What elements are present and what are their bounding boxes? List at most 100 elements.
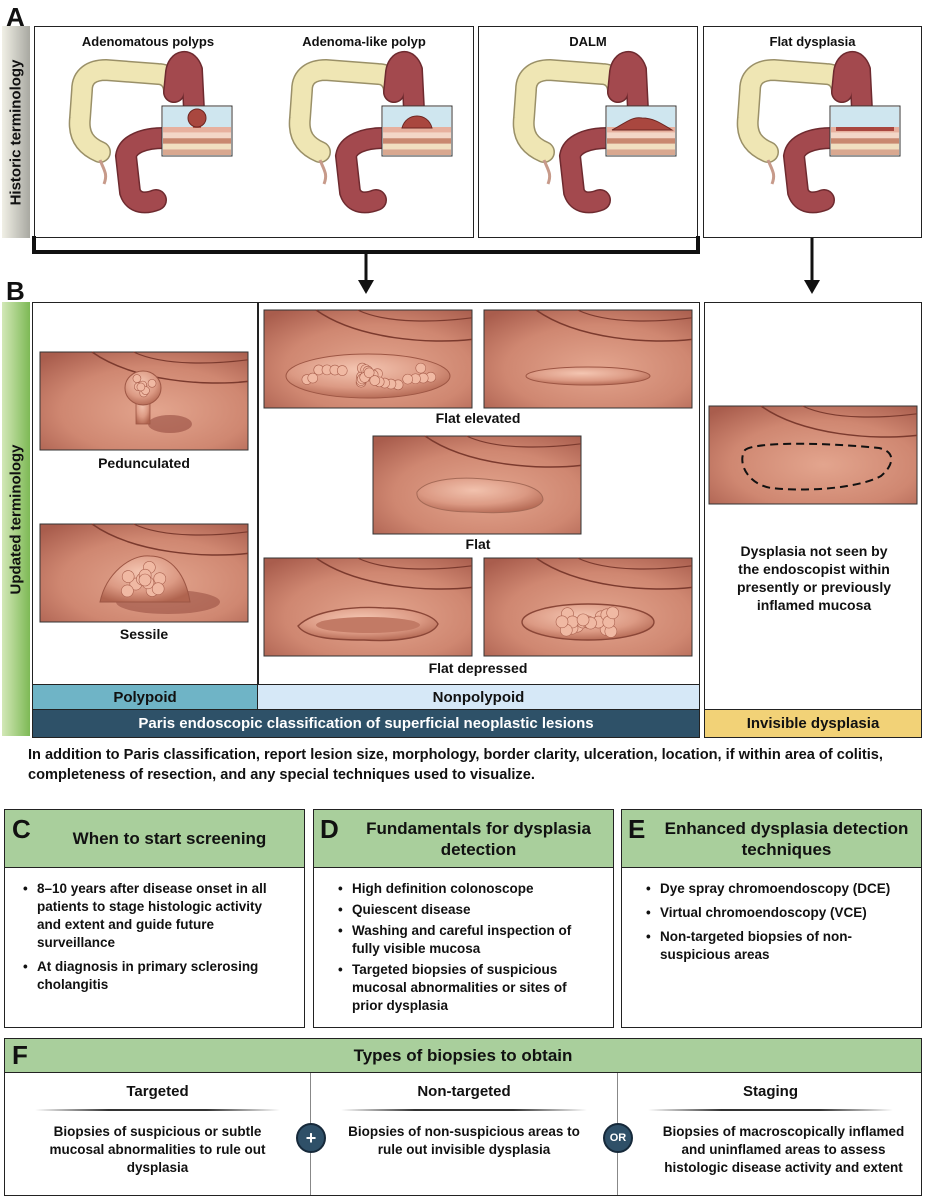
biopsy-column-non-targeted: Non-targeted Biopsies of non-suspicious … (311, 1073, 617, 1195)
colon-drawing (512, 51, 677, 214)
flat-lesion (836, 127, 894, 131)
polyp-head (187, 108, 207, 128)
or-connector: OR (603, 1123, 633, 1153)
polyp-shadow (148, 415, 192, 433)
tile-invisible (708, 405, 918, 505)
colon-illustrations (68, 51, 901, 214)
inset-tissue-layer (607, 138, 675, 144)
bar-paris-classification: Paris endoscopic classification of super… (32, 709, 700, 738)
sessile-polyp (401, 115, 433, 129)
panel-d-title: Fundamentals for dysplasia detection (366, 818, 591, 859)
panel-c-list: 8–10 years after disease onset in all pa… (23, 880, 283, 1000)
panel-b-letter: B (6, 276, 25, 306)
bar-nonpolypoid: Nonpolypoid (257, 684, 700, 710)
inset-tissue-layer (607, 149, 675, 155)
mucosal-fold (133, 523, 249, 536)
invisible-dysplasia-text: Dysplasia not seen by the endoscopist wi… (736, 543, 892, 613)
tile-pedunculated (39, 351, 249, 451)
updated-terminology-label: Updated terminology (2, 302, 30, 736)
biopsy-column-targeted: Targeted Biopsies of suspicious or subtl… (5, 1073, 310, 1195)
lesion-nodule (147, 379, 157, 388)
tile-flat-depressed-a (263, 557, 473, 657)
title-flat-dysplasia: Flat dysplasia (769, 34, 856, 49)
inset-tissue-layer (383, 149, 451, 155)
appendix (542, 159, 552, 185)
dalm-lesion (611, 117, 674, 131)
panel-a-letter: A (6, 2, 25, 32)
inset-tissue-layer (163, 132, 231, 139)
panel-d-item: Quiescent disease (338, 901, 598, 919)
bracket-arrows (32, 236, 820, 294)
plus-connector: + (296, 1123, 326, 1153)
mucosal-fold (577, 309, 693, 322)
mucosal-fold (535, 309, 693, 342)
lesion-nodule (138, 573, 152, 587)
mucosal-fold (91, 351, 249, 384)
inset-tissue-layer (383, 132, 451, 139)
flat-arrowhead (804, 280, 820, 294)
panel-e-list: Dye spray chromoendoscopy (DCE) Virtual … (646, 880, 906, 970)
panel-e-letter: E (628, 814, 646, 844)
panel-f-title: Types of biopsies to obtain (353, 1046, 573, 1065)
caption-flat-elevated: Flat elevated (435, 410, 521, 426)
lesion-nodule (132, 374, 142, 383)
tile-flat (372, 435, 582, 535)
inset-tissue-layer (163, 127, 231, 133)
panel-f: Types of biopsies to obtain Targeted Bio… (4, 1038, 922, 1196)
historic-terminology-label: Historic terminology (2, 26, 30, 238)
panel-c-title: When to start screening (72, 829, 267, 848)
mucosal-fold (577, 557, 693, 570)
mucosal-fold (315, 557, 473, 590)
lesion-nodule (121, 584, 134, 598)
tile-flat-elevated-b (483, 309, 693, 409)
panel-d-header: Fundamentals for dysplasia detection (314, 810, 613, 868)
mucosa-background (483, 309, 693, 409)
panel-d-item: Targeted biopsies of suspicious mucosal … (338, 961, 598, 1015)
inset-tissue-layer (831, 138, 899, 144)
panel-d-item: Washing and careful inspection of fully … (338, 922, 598, 958)
appendix (98, 159, 108, 185)
panel-d: Fundamentals for dysplasia detection Hig… (313, 809, 614, 1028)
biopsy-heading-rule (35, 1109, 280, 1111)
biopsy-heading-staging: Staging (743, 1083, 798, 1100)
polypoid-divider (257, 302, 259, 686)
inset-lumen (831, 107, 899, 127)
mucosal-fold (424, 435, 582, 468)
panel-c-item: At diagnosis in primary sclerosing chola… (23, 958, 283, 994)
biopsy-heading-targeted: Targeted (126, 1083, 189, 1100)
inset-tissue-layer (831, 132, 899, 139)
panel-e-header: Enhanced dysplasia detection techniques (622, 810, 921, 868)
tile-flat-elevated-a (263, 309, 473, 409)
biopsy-heading-rule (648, 1109, 893, 1111)
caption-sessile: Sessile (119, 626, 169, 642)
bracket-arrowhead (358, 280, 374, 294)
panel-e-item: Dye spray chromoendoscopy (DCE) (646, 880, 906, 898)
caption-flat-depressed: Flat depressed (428, 660, 528, 676)
panel-e-item: Non-targeted biopsies of non-suspicious … (646, 928, 906, 964)
mucosal-fold (802, 405, 918, 418)
inset-tissue-layer (383, 127, 451, 133)
colon-drawing (288, 51, 453, 214)
panel-c: When to start screening 8–10 years after… (4, 809, 305, 1028)
tile-sessile (39, 523, 249, 623)
mucosal-fold (91, 523, 249, 556)
lesion-nodule (136, 382, 146, 392)
lesion-nodule (363, 367, 375, 379)
mucosal-fold (535, 557, 693, 590)
colon-drawing (736, 51, 901, 214)
colon-drawing (68, 51, 233, 214)
mucosa-background (708, 405, 918, 505)
inset-tissue-layer (831, 149, 899, 155)
bar-polypoid: Polypoid (32, 684, 258, 710)
mucosal-fold (760, 405, 918, 438)
inset-tissue-layer (607, 143, 675, 150)
title-adenoma-like-polyp: Adenoma-like polyp (302, 34, 426, 49)
lesion-nodule (606, 606, 619, 620)
mucosal-fold (466, 435, 582, 448)
mucosal-fold (357, 309, 473, 322)
mucosal-fold (133, 351, 249, 364)
tile-flat-depressed-b (483, 557, 693, 657)
biopsy-text-targeted: Biopsies of suspicious or subtle mucosal… (49, 1124, 266, 1175)
panel-d-list: High definition colonoscope Quiescent di… (338, 880, 598, 1021)
paris-note: In addition to Paris classification, rep… (28, 747, 883, 783)
